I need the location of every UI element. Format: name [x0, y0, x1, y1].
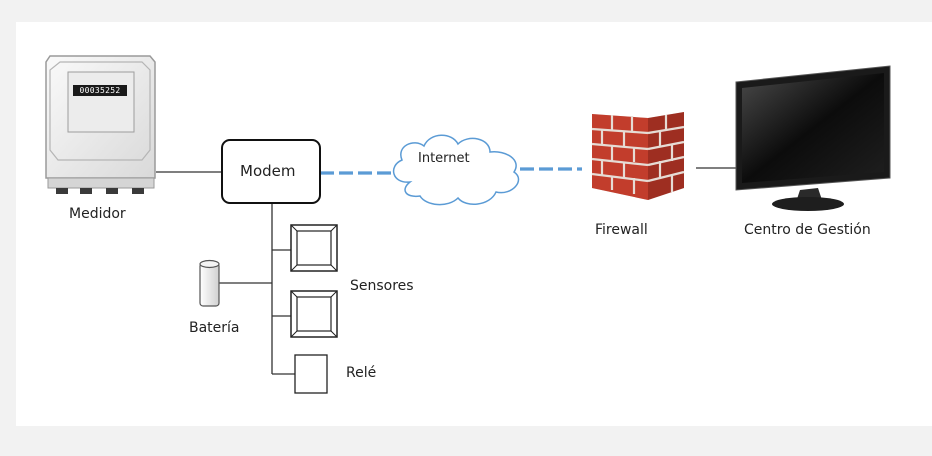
label-modem: Modem: [240, 162, 296, 180]
monitor-icon: [735, 65, 891, 211]
firewall-icon: [591, 112, 685, 200]
connection-lines: [156, 167, 736, 375]
dashed-links: [320, 167, 582, 175]
relay-icon: [294, 354, 328, 394]
label-sensores: Sensores: [350, 278, 414, 294]
label-rele: Relé: [346, 365, 377, 381]
label-internet: Internet: [418, 151, 470, 166]
sensor-icon-1: [290, 224, 338, 272]
internet-cloud-icon: [392, 134, 520, 206]
sensor-icon-2: [290, 290, 338, 338]
label-firewall: Firewall: [595, 222, 648, 238]
label-medidor: Medidor: [69, 206, 126, 222]
meter-display: 00035252: [73, 85, 127, 96]
label-centro-de-gestion: Centro de Gestión: [744, 222, 871, 238]
modem-box: [221, 139, 321, 204]
meter-icon: [45, 55, 156, 194]
battery-icon: [199, 259, 220, 307]
label-bateria: Batería: [189, 320, 240, 336]
